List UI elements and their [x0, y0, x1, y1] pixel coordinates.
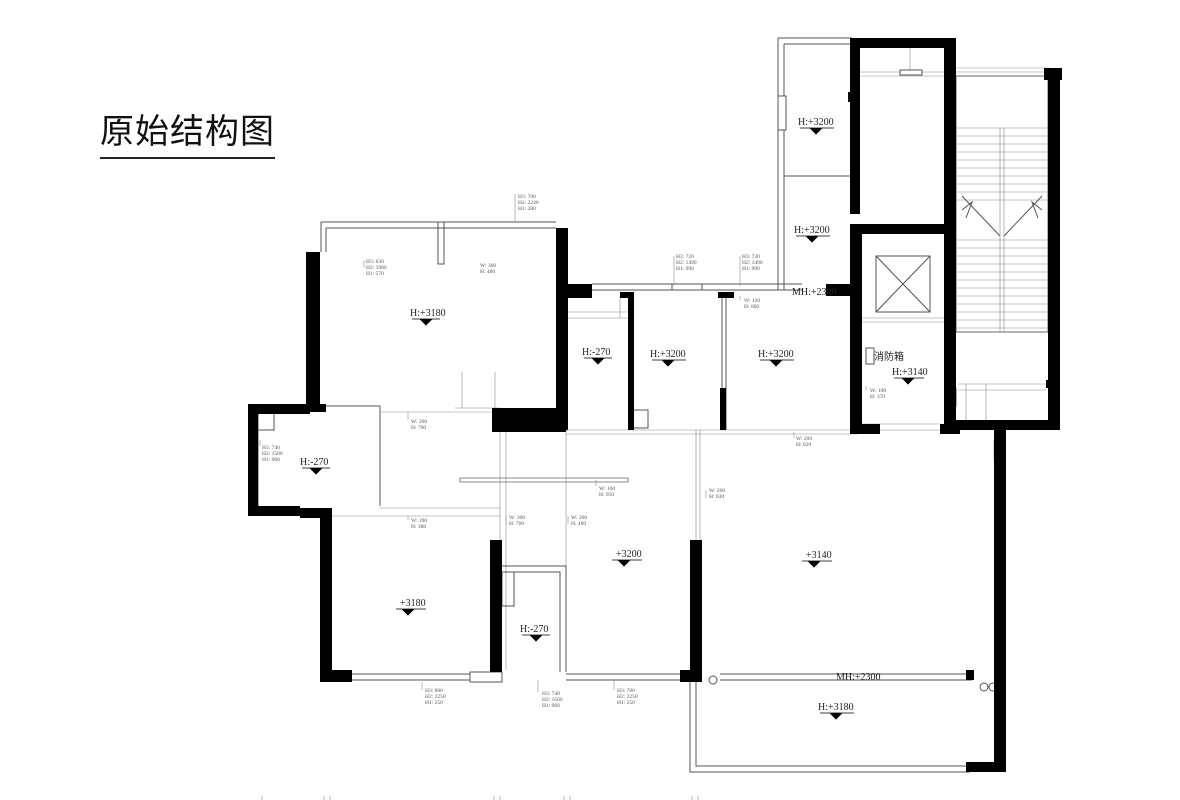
svg-text:+3180: +3180 — [400, 598, 426, 609]
elevation-marker: +3180 — [396, 598, 426, 616]
fire-box-label: 消防箱 — [874, 350, 904, 363]
svg-text:H:+3180: H:+3180 — [818, 702, 854, 713]
svg-text:H:+3200: H:+3200 — [798, 117, 834, 128]
page-title: 原始结构图 — [100, 104, 275, 159]
staircase — [955, 67, 1050, 420]
elevation-marker: H:+3180 — [818, 702, 854, 720]
svg-text:+3140: +3140 — [806, 550, 832, 561]
elevation-marker: H:-270 — [520, 624, 550, 642]
elevation-marker: H:+3180 — [410, 308, 446, 326]
elevation-marker: H:+3200 — [758, 349, 794, 367]
elevation-marker: +3140 — [802, 550, 832, 568]
edge-ticks — [261, 796, 699, 800]
elevation-marker: H:+3140 — [892, 367, 928, 385]
svg-text:H:+3180: H:+3180 — [410, 308, 446, 319]
svg-text:H:-270: H:-270 — [520, 624, 548, 635]
elevation-markers: H:+3180 H:+3200 H:+3200 H:-270 H:+3200 H… — [300, 117, 928, 720]
svg-text:+3200: +3200 — [616, 549, 642, 560]
svg-text:H:-270: H:-270 — [582, 347, 610, 358]
svg-text:H:-270: H:-270 — [300, 457, 328, 468]
svg-text:H:+3140: H:+3140 — [892, 367, 928, 378]
door-height-label: MH:+2300 — [836, 672, 881, 683]
door-height-label: MH:+2300 — [792, 287, 837, 298]
elevation-marker: +3200 — [612, 549, 642, 567]
elevation-marker: H:+3200 — [794, 225, 830, 243]
svg-text:H:+3200: H:+3200 — [794, 225, 830, 236]
svg-text:H:+3200: H:+3200 — [758, 349, 794, 360]
structural-walls — [248, 38, 1062, 772]
elevation-marker: H:+3200 — [650, 349, 686, 367]
elevation-marker: H:+3200 — [798, 117, 834, 135]
elevation-marker: H:-270 — [300, 457, 330, 475]
svg-text:H:+3200: H:+3200 — [650, 349, 686, 360]
elevation-marker: H:-270 — [582, 347, 612, 365]
thin-lines — [251, 37, 1050, 773]
